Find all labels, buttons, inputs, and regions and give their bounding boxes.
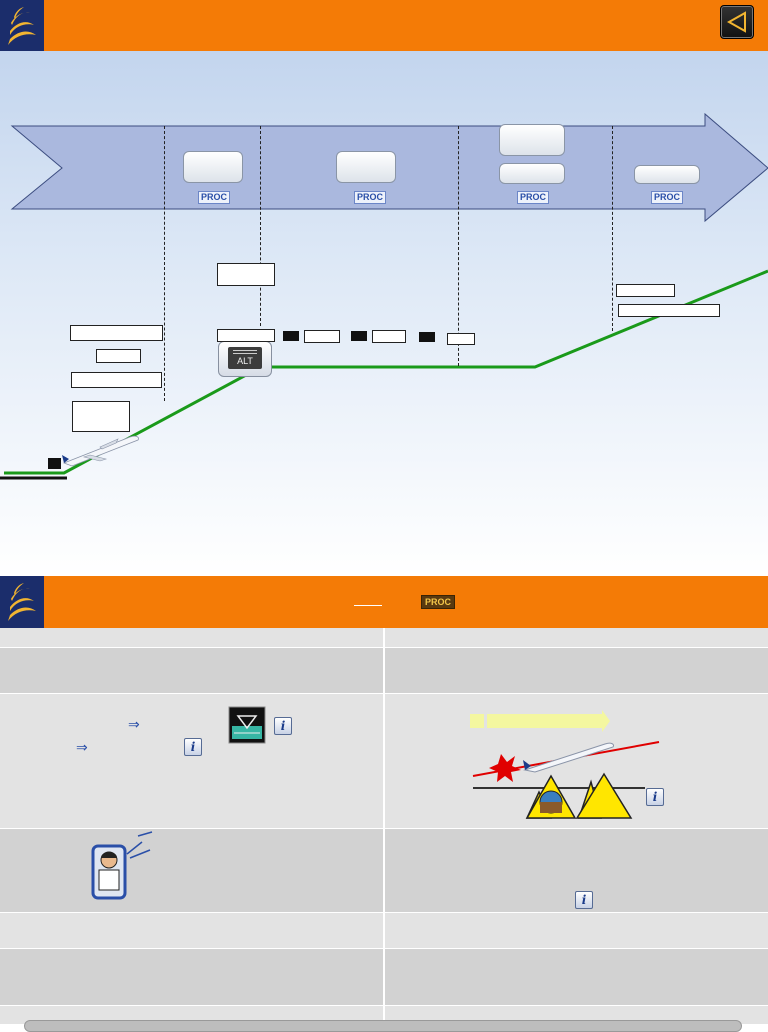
bottom-scroll-area[interactable] <box>24 1020 742 1032</box>
implies-arrow-icon: ⇒ <box>128 716 140 732</box>
implies-arrow-icon: ⇒ <box>76 739 88 755</box>
phase-label-box <box>183 151 243 183</box>
proc-button-4[interactable]: PROC <box>651 191 684 204</box>
phase-divider <box>164 126 165 401</box>
info-button[interactable]: i <box>184 738 202 756</box>
annotation-box <box>70 325 163 341</box>
proc-badge-button[interactable]: PROC <box>421 595 456 609</box>
back-button[interactable] <box>720 5 754 39</box>
phase-label-box <box>336 151 396 183</box>
bird-logo-icon <box>8 583 36 621</box>
phase-divider <box>612 126 613 331</box>
black-marker <box>419 332 435 342</box>
pilot-radio-icon <box>91 831 153 900</box>
annotation-box <box>72 401 130 432</box>
annotation-box <box>618 304 720 317</box>
phase-divider <box>260 126 261 326</box>
info-button[interactable]: i <box>575 891 593 909</box>
annotation-box <box>372 330 406 343</box>
flight-phase-diagram: PROC PROC PROC PROC ALT <box>0 51 768 576</box>
annotation-box <box>447 333 475 345</box>
annotation-box <box>96 349 141 363</box>
procedure-title <box>354 590 382 606</box>
procedure-header-bar <box>0 576 768 628</box>
phase-label-box <box>634 165 700 184</box>
tailstrike-warning-graphic <box>470 710 660 819</box>
black-marker <box>351 331 367 341</box>
table-row <box>0 949 768 1005</box>
annotation-box <box>217 329 275 342</box>
annotation-box <box>217 263 275 286</box>
alt-display: ALT <box>228 347 262 369</box>
annotation-box <box>616 284 675 297</box>
proc-button-2[interactable]: PROC <box>354 191 387 204</box>
annotation-box <box>71 372 162 388</box>
table-row <box>0 829 768 912</box>
proc-button-1[interactable]: PROC <box>198 191 231 204</box>
alt-mode-button[interactable]: ALT <box>218 341 272 377</box>
phase-label-box <box>499 163 565 184</box>
airline-logo <box>0 0 44 51</box>
triangle-left-icon <box>726 11 746 33</box>
table-row <box>0 1006 768 1024</box>
phase-divider <box>458 126 459 366</box>
fma-display-icon <box>228 706 266 744</box>
table-row <box>0 913 768 948</box>
phase-label-box <box>499 124 565 156</box>
annotation-box <box>304 330 340 343</box>
black-marker <box>283 331 299 341</box>
proc-button-3[interactable]: PROC <box>517 191 550 204</box>
table-row <box>0 628 768 647</box>
table-row <box>0 648 768 693</box>
top-header-bar <box>0 0 768 51</box>
info-button[interactable]: i <box>274 717 292 735</box>
takeoff-marker <box>48 458 61 469</box>
alt-label: ALT <box>237 356 253 366</box>
aircraft-icon <box>62 435 139 467</box>
bird-logo-icon <box>8 7 36 45</box>
airline-logo <box>0 576 44 628</box>
info-button[interactable]: i <box>646 788 664 806</box>
